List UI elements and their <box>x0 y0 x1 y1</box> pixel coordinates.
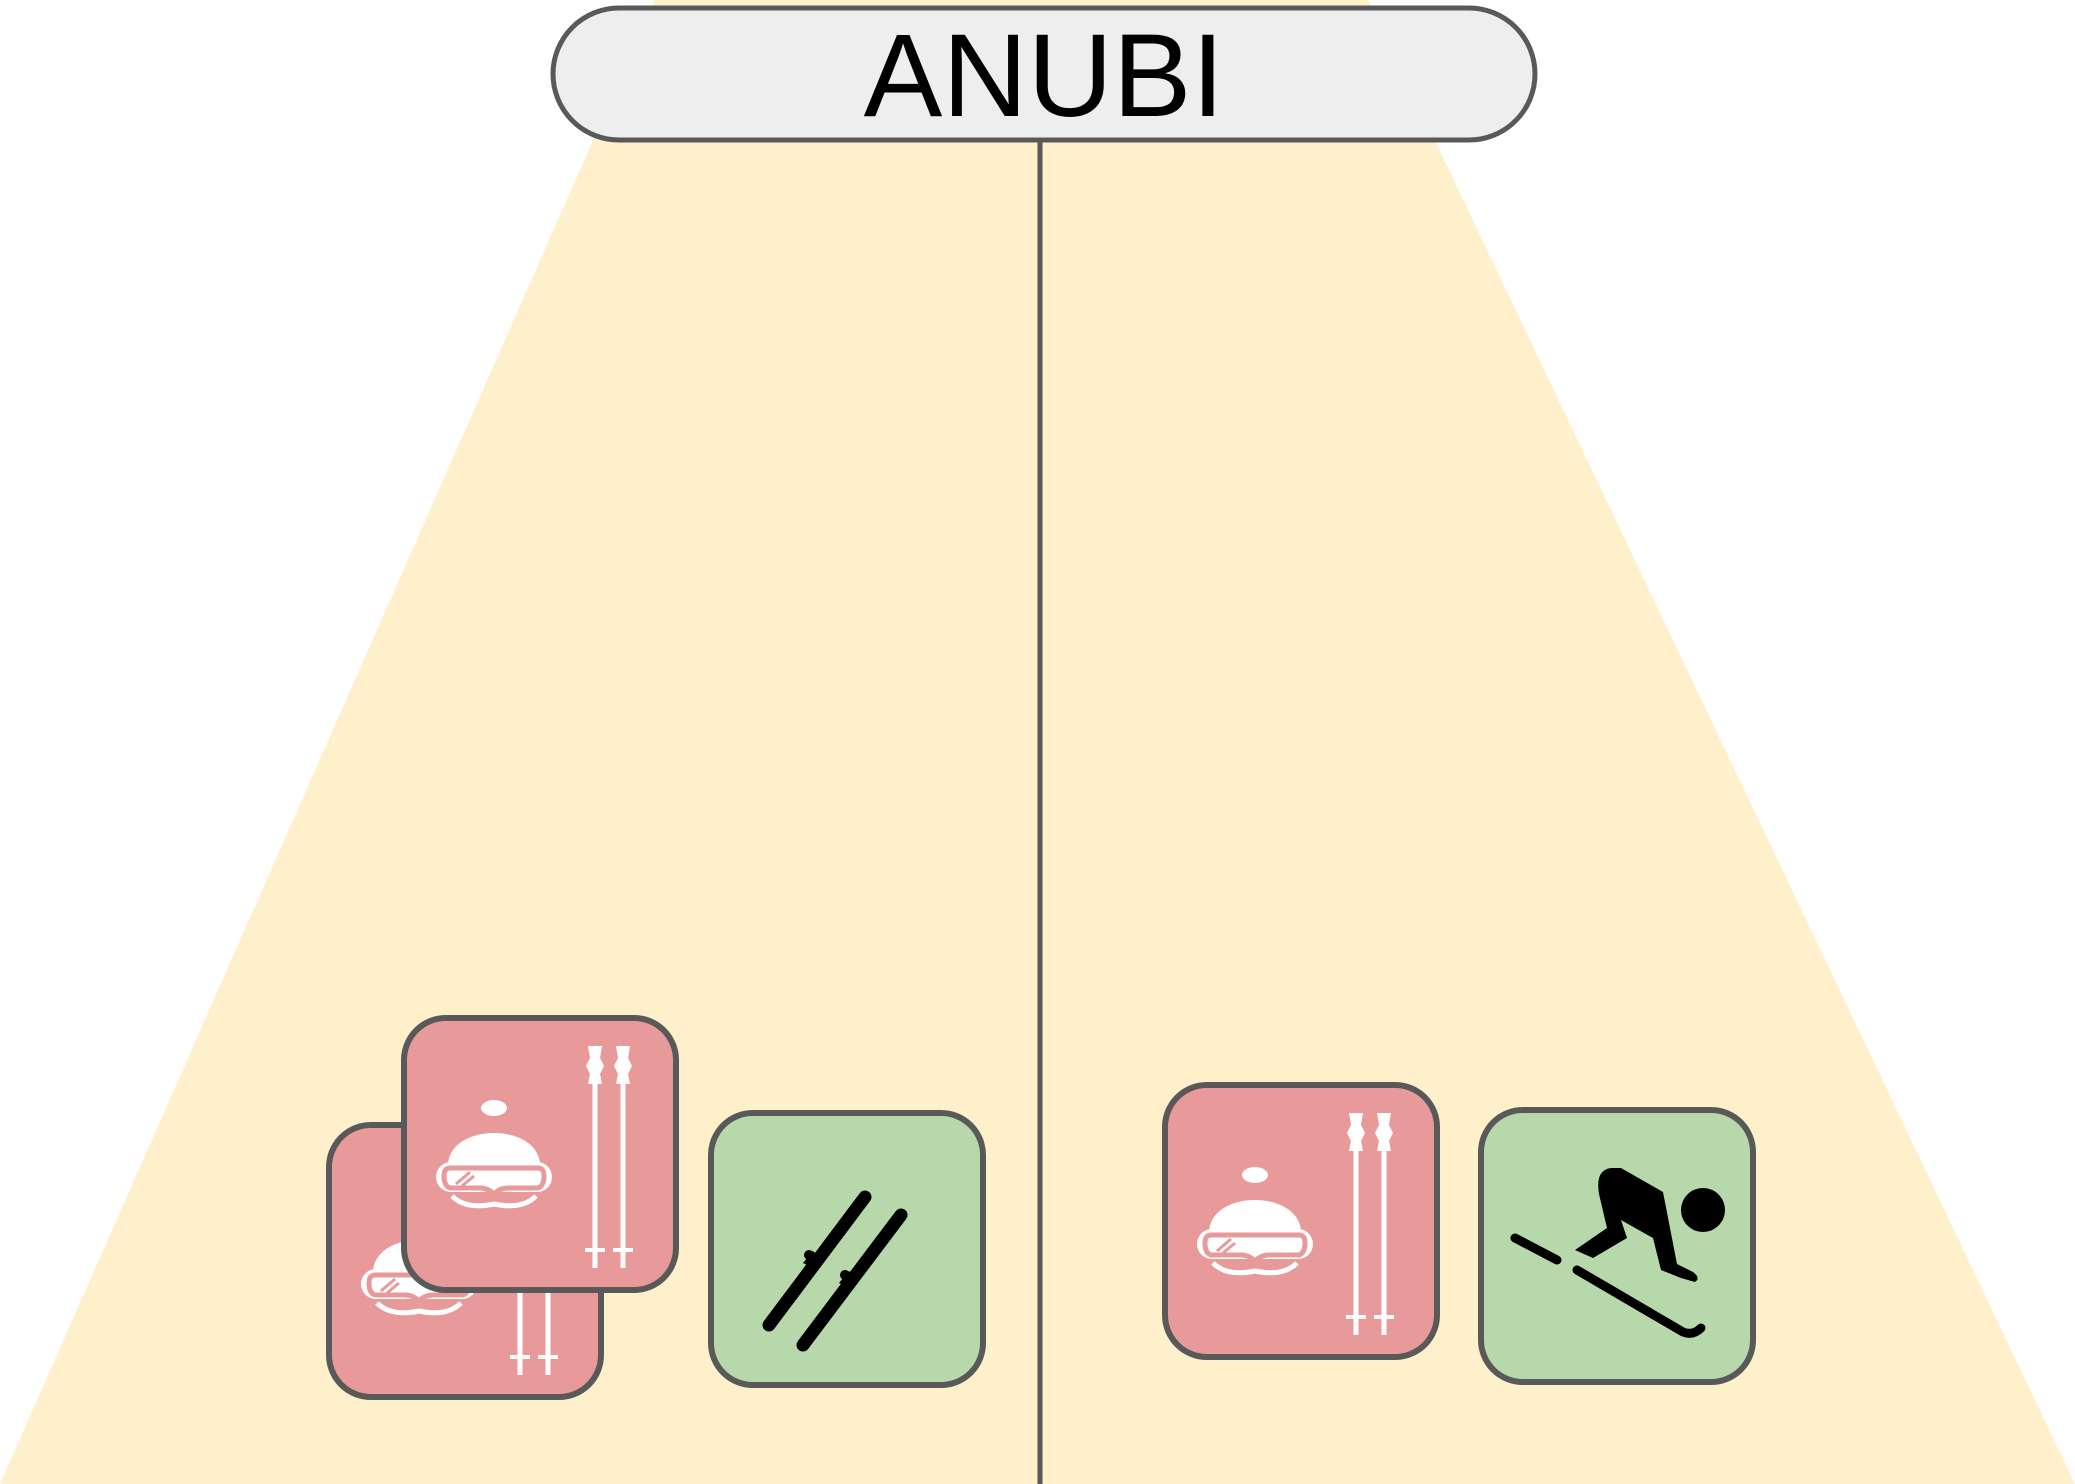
activity-card <box>1478 1107 1756 1385</box>
equipment-card <box>1162 1082 1440 1360</box>
title-label: ANUBI <box>864 10 1225 142</box>
left-card-group <box>326 1015 986 1400</box>
equipment-card <box>401 1015 679 1293</box>
activity-card <box>708 1110 986 1388</box>
title-pill: ANUBI <box>550 5 1538 143</box>
right-card-group <box>1162 1082 1756 1385</box>
